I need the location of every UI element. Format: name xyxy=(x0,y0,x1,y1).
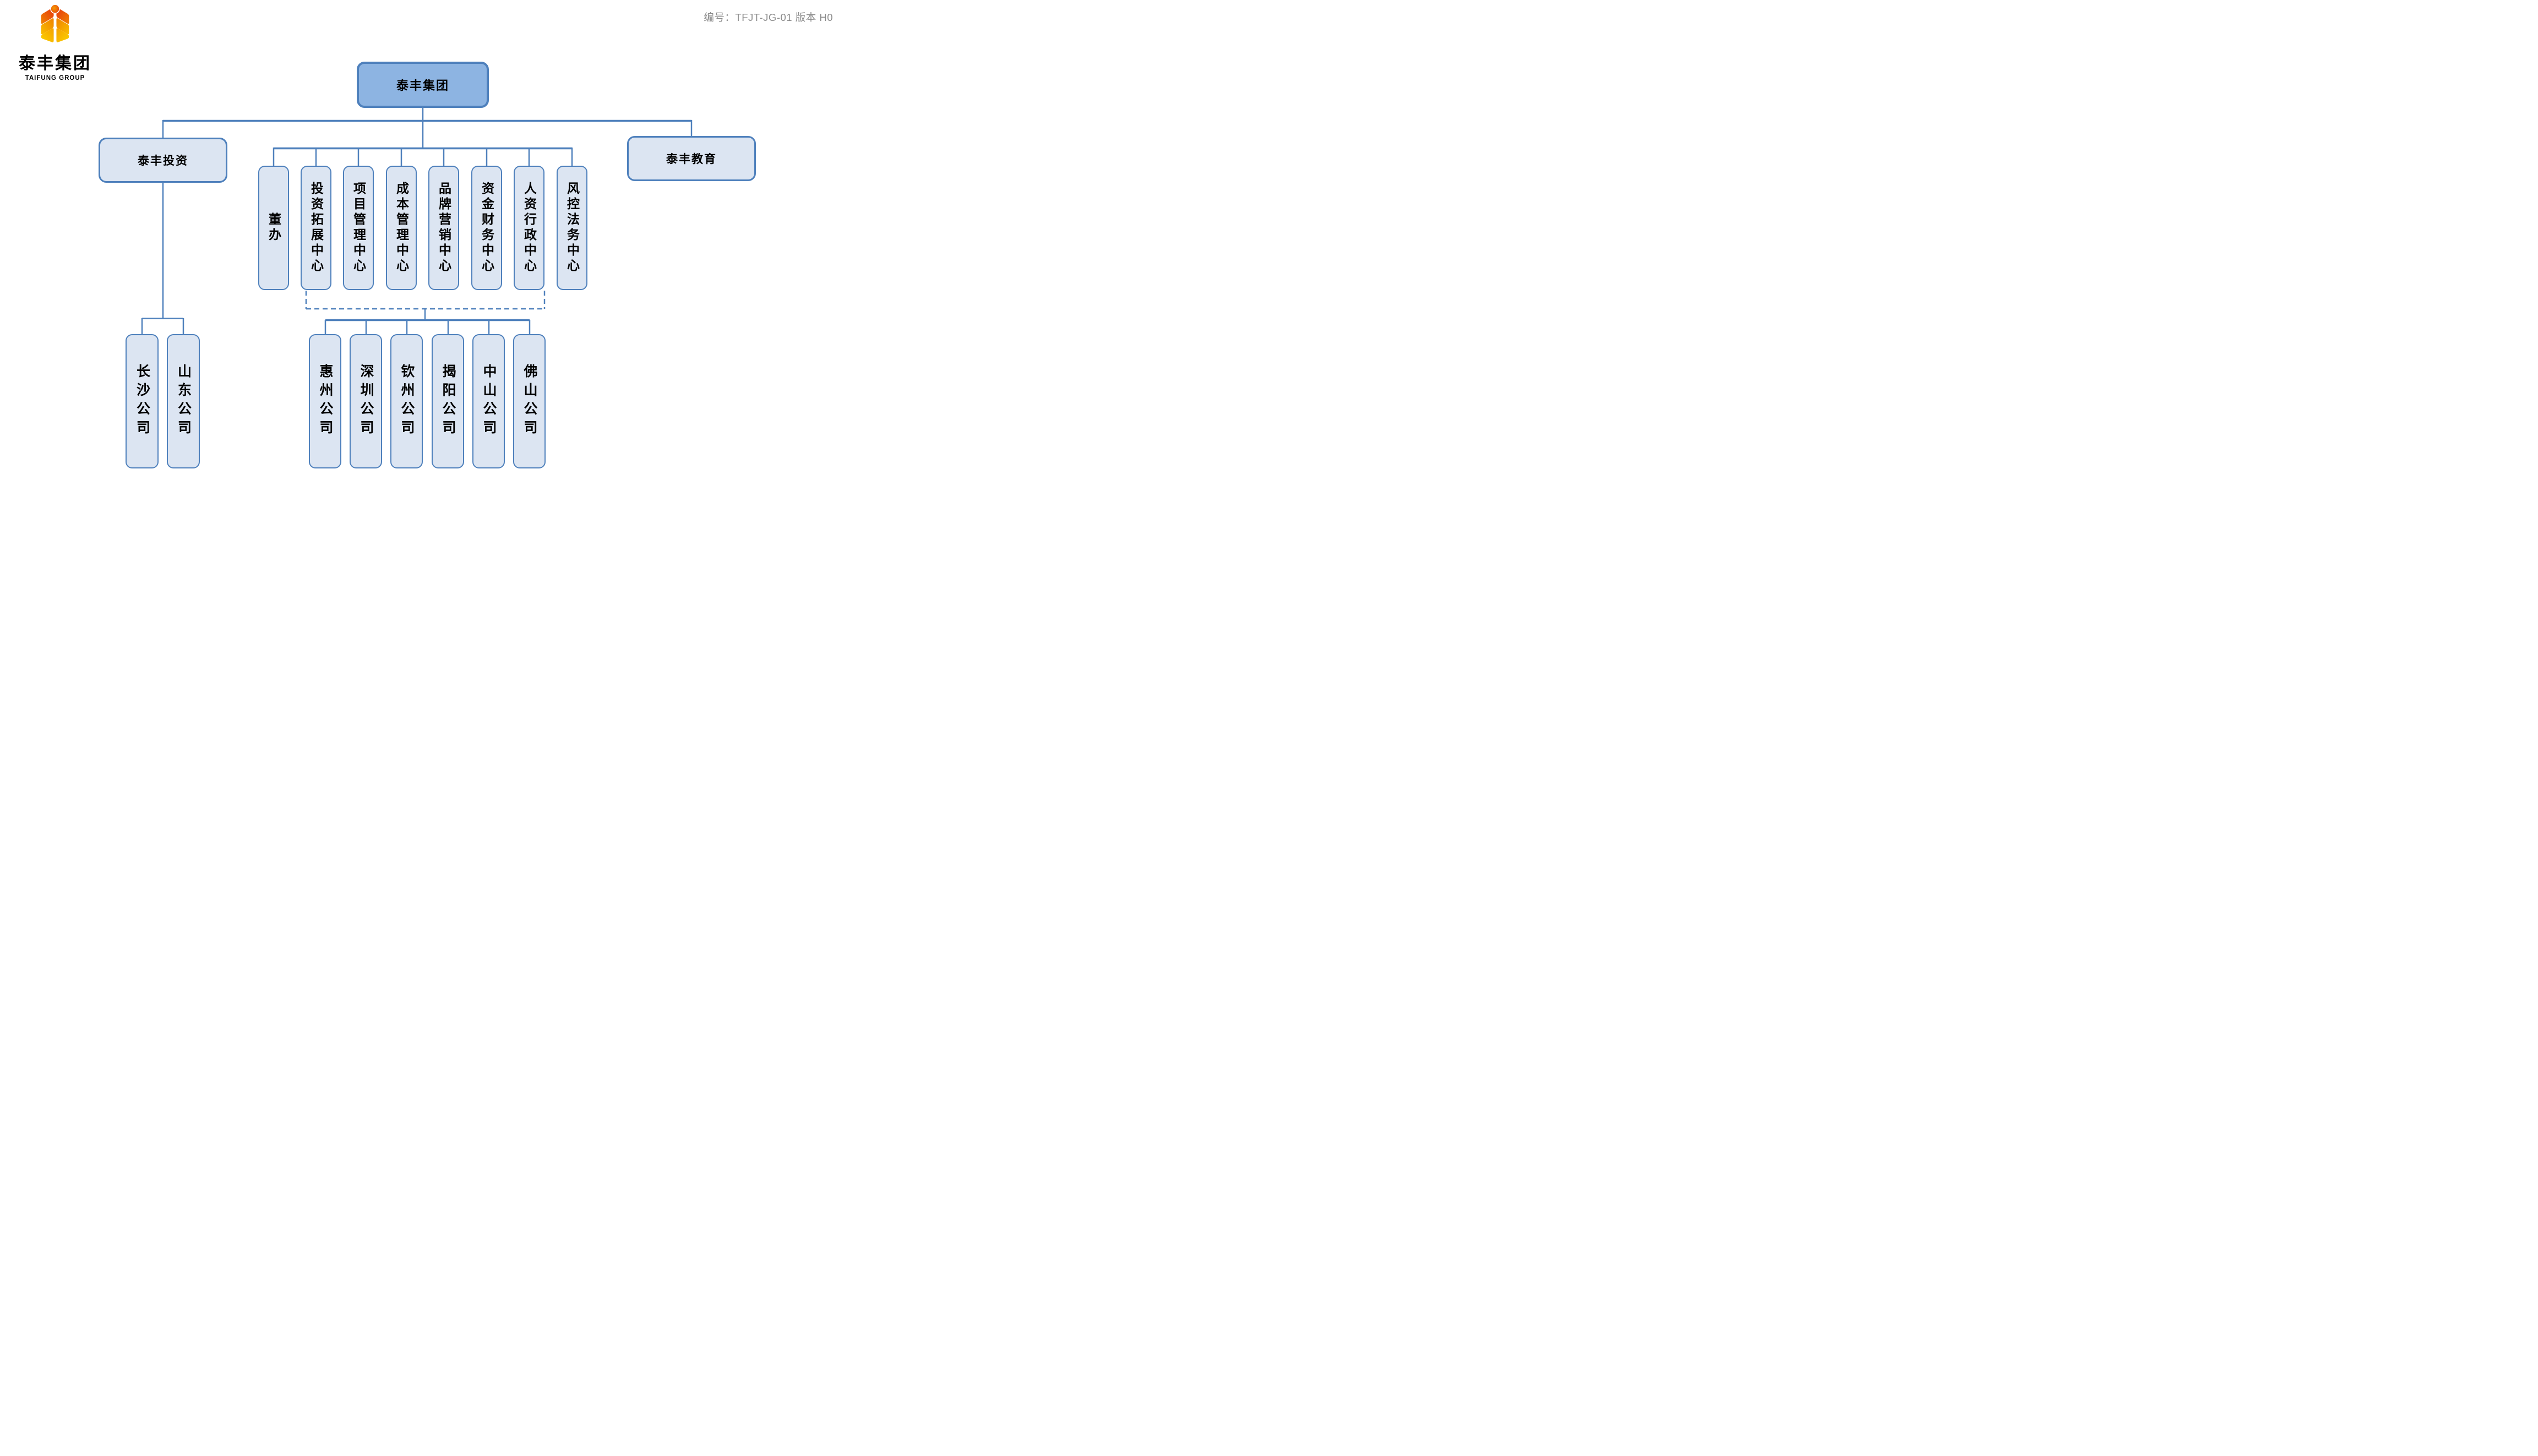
company-logo: 泰丰集团 TAIFUNG GROUP xyxy=(11,3,99,81)
logo-name-cn: 泰丰集团 xyxy=(19,54,91,73)
center-label: 风控法务中心 xyxy=(565,182,580,274)
org-box-center-investment-expansion: 投资拓展中心 xyxy=(301,166,331,290)
wheat-logo-icon xyxy=(41,4,69,42)
company-label: 惠州公司 xyxy=(318,364,333,439)
org-box-center-hr-admin: 人资行政中心 xyxy=(514,166,544,290)
org-box-company-huizhou: 惠州公司 xyxy=(309,334,341,468)
connector-centers-drops xyxy=(273,148,573,167)
org-box-center-risk-legal: 风控法务中心 xyxy=(557,166,587,290)
company-label: 山东公司 xyxy=(176,364,192,439)
center-label: 董办 xyxy=(266,212,281,243)
org-box-company-zhongshan: 中山公司 xyxy=(472,334,505,468)
center-label: 人资行政中心 xyxy=(522,182,537,274)
company-label: 钦州公司 xyxy=(399,364,415,439)
org-box-root-label: 泰丰集团 xyxy=(396,79,449,92)
org-chart-canvas: 泰丰集团 TAIFUNG GROUP 编号：TFJT-JG-01 版本 H0 泰… xyxy=(0,0,846,486)
connector-invest-drops xyxy=(141,318,184,335)
center-label: 品牌营销中心 xyxy=(437,182,451,274)
org-box-company-foshan: 佛山公司 xyxy=(513,334,546,468)
company-label: 佛山公司 xyxy=(522,364,537,439)
center-label: 资金财务中心 xyxy=(480,182,494,274)
org-box-taifung-investment-label: 泰丰投资 xyxy=(138,155,188,167)
org-box-center-dongban: 董办 xyxy=(258,166,289,290)
org-box-company-shenzhen: 深圳公司 xyxy=(350,334,382,468)
center-label: 投资拓展中心 xyxy=(309,182,324,274)
org-box-taifung-education: 泰丰教育 xyxy=(627,136,756,181)
org-box-center-brand-marketing: 品牌营销中心 xyxy=(428,166,459,290)
org-box-taifung-education-label: 泰丰教育 xyxy=(666,153,717,166)
connector-lines xyxy=(141,108,693,335)
center-label: 项目管理中心 xyxy=(351,182,366,274)
org-box-taifung-investment: 泰丰投资 xyxy=(99,138,227,183)
company-label: 揭阳公司 xyxy=(440,364,456,439)
org-box-company-qinzhou: 钦州公司 xyxy=(390,334,423,468)
org-box-company-shandong: 山东公司 xyxy=(167,334,200,468)
company-label: 中山公司 xyxy=(481,364,497,439)
org-box-center-funds-finance: 资金财务中心 xyxy=(471,166,502,290)
center-label: 成本管理中心 xyxy=(394,182,409,274)
company-label: 长沙公司 xyxy=(134,364,150,439)
document-code: 编号：TFJT-JG-01 版本 H0 xyxy=(704,12,833,23)
org-box-center-project-management: 项目管理中心 xyxy=(343,166,374,290)
org-box-root: 泰丰集团 xyxy=(357,62,489,108)
company-label: 深圳公司 xyxy=(358,364,374,439)
org-box-company-changsha: 长沙公司 xyxy=(126,334,159,468)
connector-companies-drops xyxy=(324,320,531,335)
logo-name-en: TAIFUNG GROUP xyxy=(25,75,85,81)
org-box-company-jieyang: 揭阳公司 xyxy=(432,334,464,468)
org-box-center-cost-management: 成本管理中心 xyxy=(386,166,417,290)
